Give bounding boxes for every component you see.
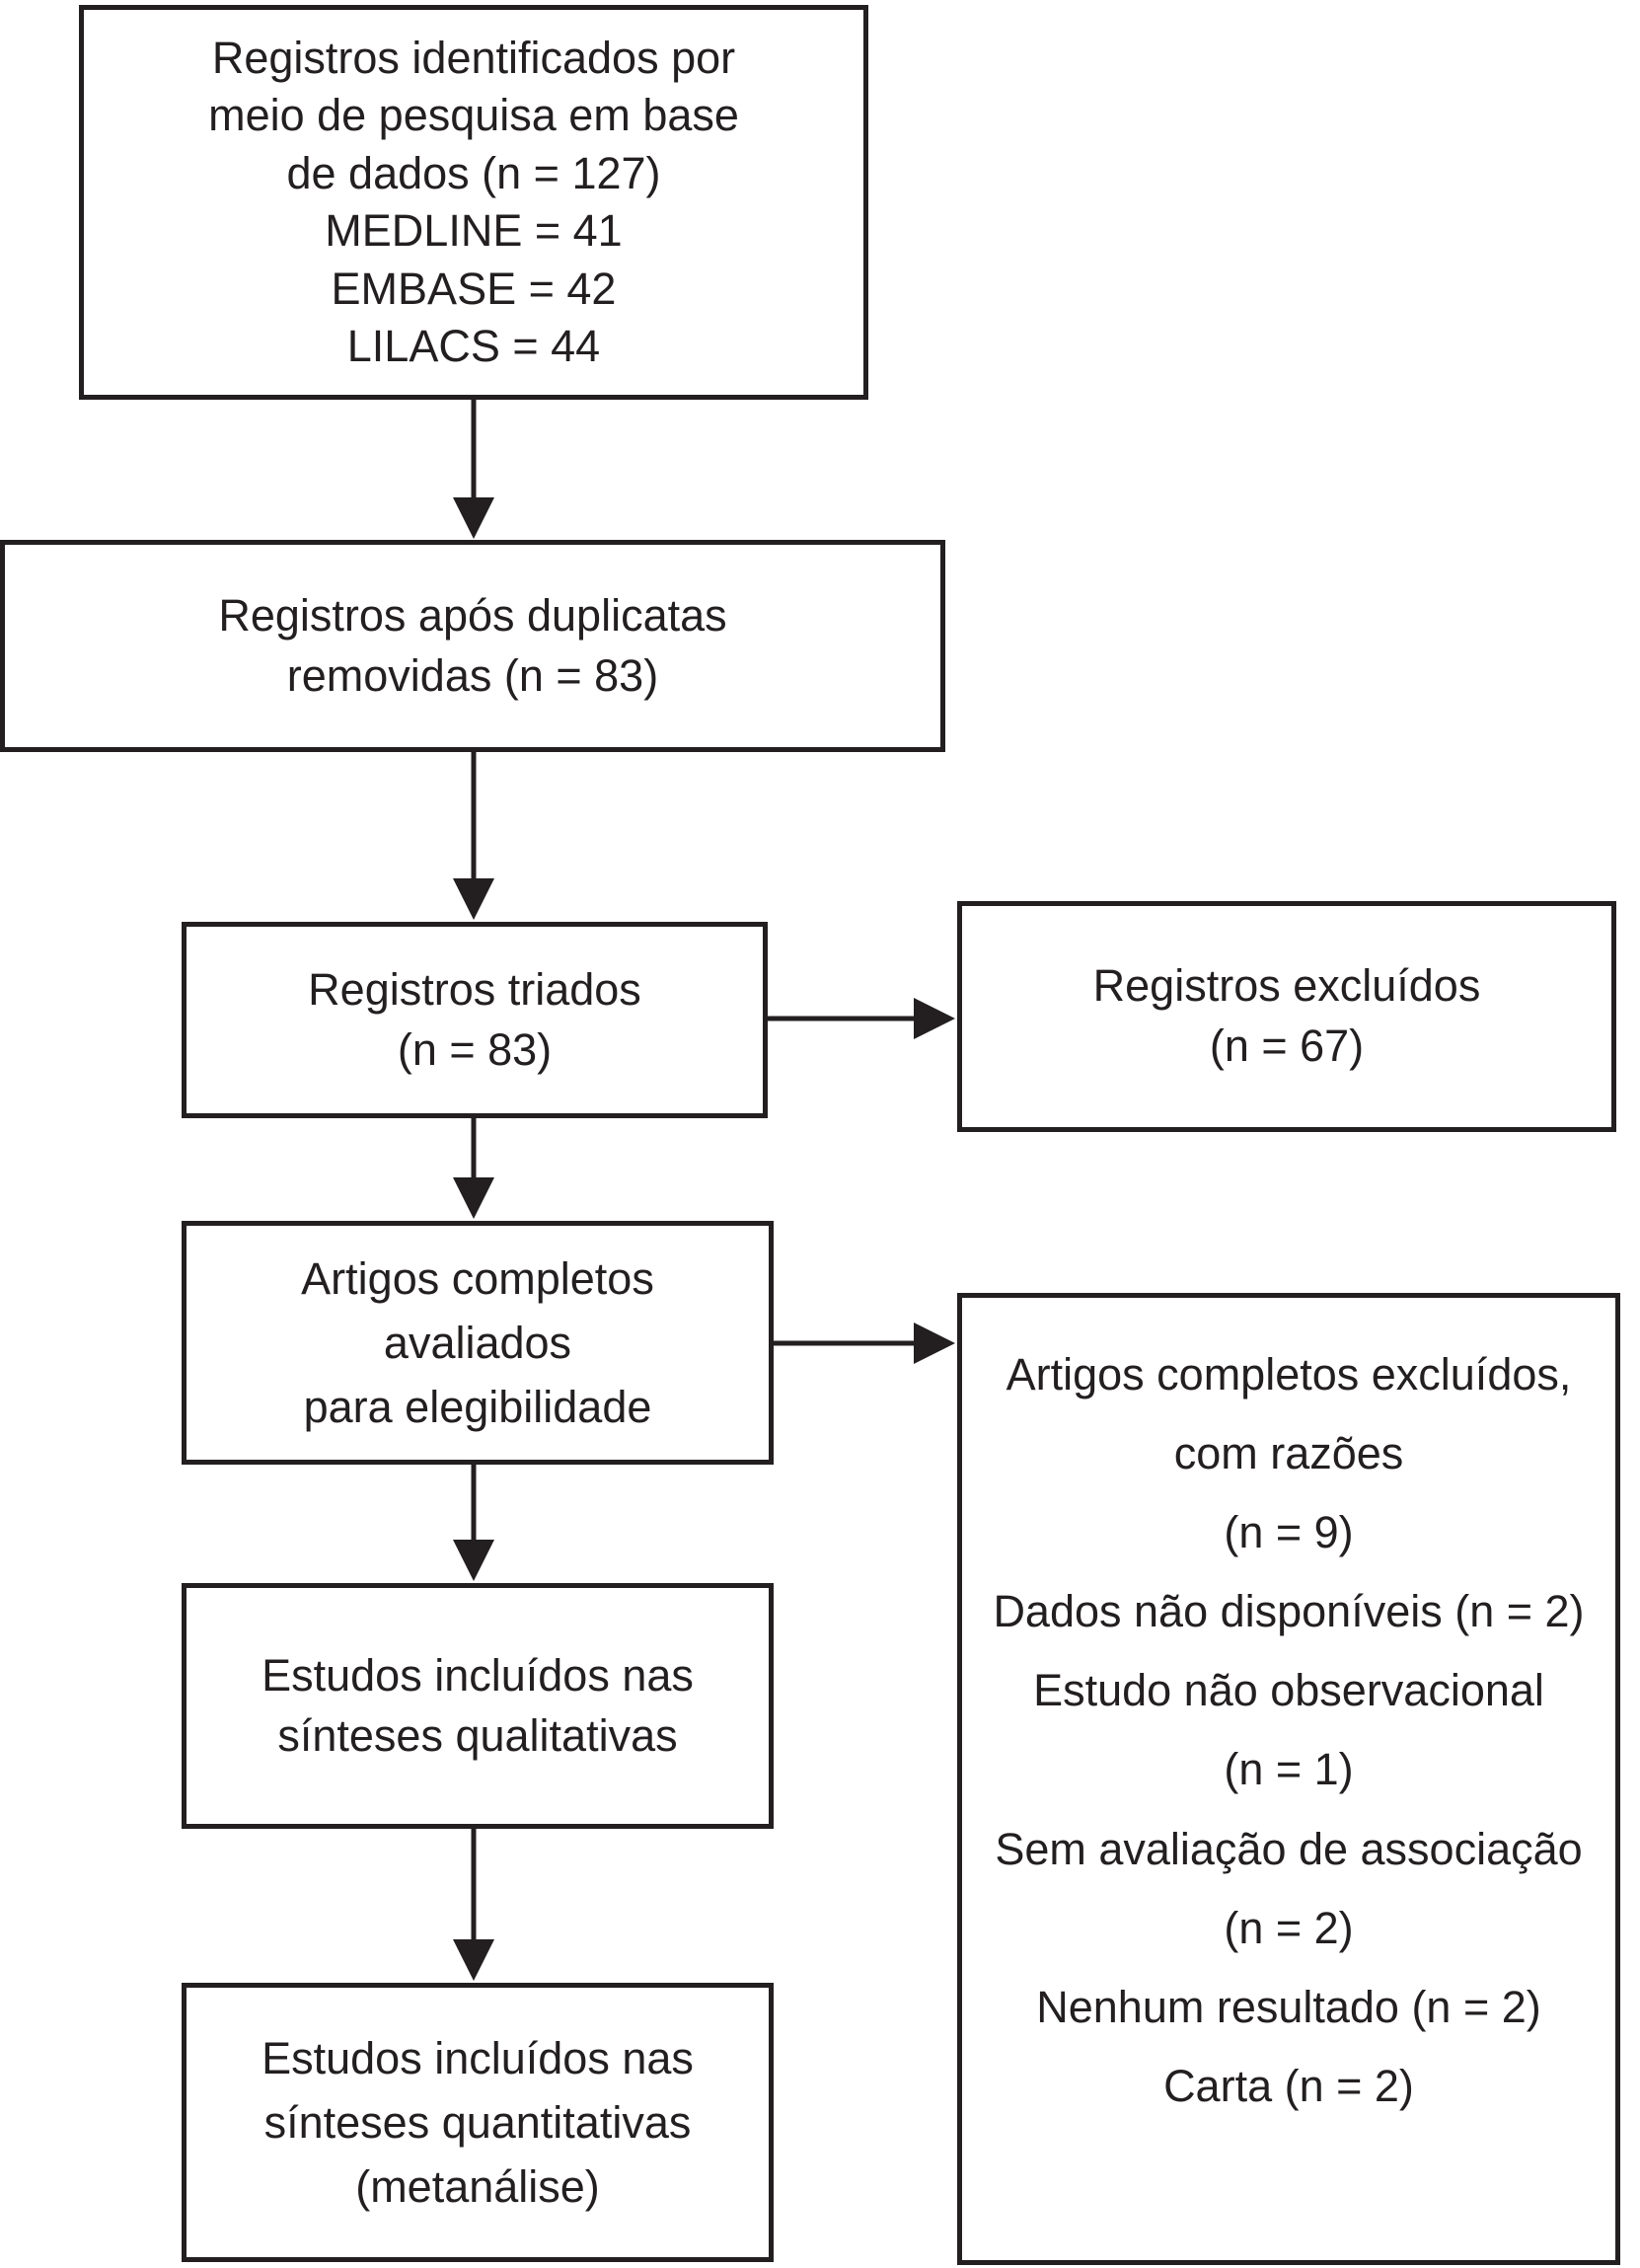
text-line: (metanálise): [355, 2161, 600, 2213]
box-included-quantitative: Estudos incluídos nas sínteses quantitati…: [182, 1983, 774, 2262]
text-line: sínteses quantitativas: [263, 2096, 692, 2148]
arrow-identified-to-duplicates: [453, 400, 494, 539]
text-line: Estudos incluídos nas: [261, 2032, 694, 2083]
text-line: (n = 83): [397, 1023, 553, 1075]
text-line: para elegibilidade: [303, 1382, 652, 1433]
text-line: Estudos incluídos nas: [261, 1649, 694, 1701]
text-line: Carta (n = 2): [1163, 2060, 1414, 2111]
text-line: MEDLINE = 41: [325, 205, 623, 256]
text-line: (n = 9): [1224, 1507, 1354, 1558]
text-line: Nenhum resultado (n = 2): [1036, 1981, 1541, 2032]
text-line: Registros após duplicatas: [218, 589, 727, 641]
text-line: (n = 2): [1224, 1902, 1354, 1953]
box-fulltext-assessed: Artigos completos avaliados para elegibili…: [182, 1221, 774, 1465]
text-line: sínteses qualitativas: [277, 1709, 678, 1761]
box-records-identified: Registros identificados por meio de pesqu…: [79, 5, 868, 400]
text-line: Artigos completos excluídos,: [1006, 1349, 1572, 1399]
box-records-after-duplicates: Registros após duplicatas removidas (n = …: [0, 540, 945, 752]
arrow-fulltext-to-qualitative: [453, 1465, 494, 1581]
text-line: Estudo não observacional: [1033, 1665, 1544, 1716]
box-included-qualitative: Estudos incluídos nas sínteses qualitativ…: [182, 1583, 774, 1829]
text-line: EMBASE = 42: [331, 263, 617, 314]
arrow-fulltext-to-excluded: [774, 1323, 955, 1364]
text-line: Registros triados: [308, 963, 641, 1015]
arrow-screened-to-fulltext: [453, 1118, 494, 1219]
text-line: Registros excluídos: [1092, 960, 1481, 1012]
text-line: (n = 1): [1224, 1744, 1354, 1795]
box-records-excluded: Registros excluídos (n = 67): [957, 901, 1616, 1132]
arrow-duplicates-to-screened: [453, 752, 494, 920]
arrow-qualitative-to-quantitative: [453, 1829, 494, 1981]
text-line: Artigos completos: [301, 1252, 654, 1304]
text-line: Sem avaliação de associação: [995, 1823, 1583, 1874]
text-line: com razões: [1173, 1428, 1404, 1479]
box-fulltext-excluded-reasons: Artigos completos excluídos, com razões (n…: [957, 1293, 1620, 2265]
text-line: de dados (n = 127): [286, 147, 661, 198]
text-line: removidas (n = 83): [286, 649, 659, 701]
text-line: Registros identificados por: [211, 32, 736, 83]
box-records-screened: Registros triados (n = 83): [182, 922, 768, 1118]
text-line: (n = 67): [1209, 1021, 1365, 1071]
text-line: Dados não disponíveis (n = 2): [993, 1586, 1585, 1637]
arrow-screened-to-excluded: [768, 998, 955, 1039]
text-line: meio de pesquisa em base: [208, 90, 739, 140]
text-line: LILACS = 44: [346, 321, 601, 371]
text-line: avaliados: [383, 1317, 572, 1368]
